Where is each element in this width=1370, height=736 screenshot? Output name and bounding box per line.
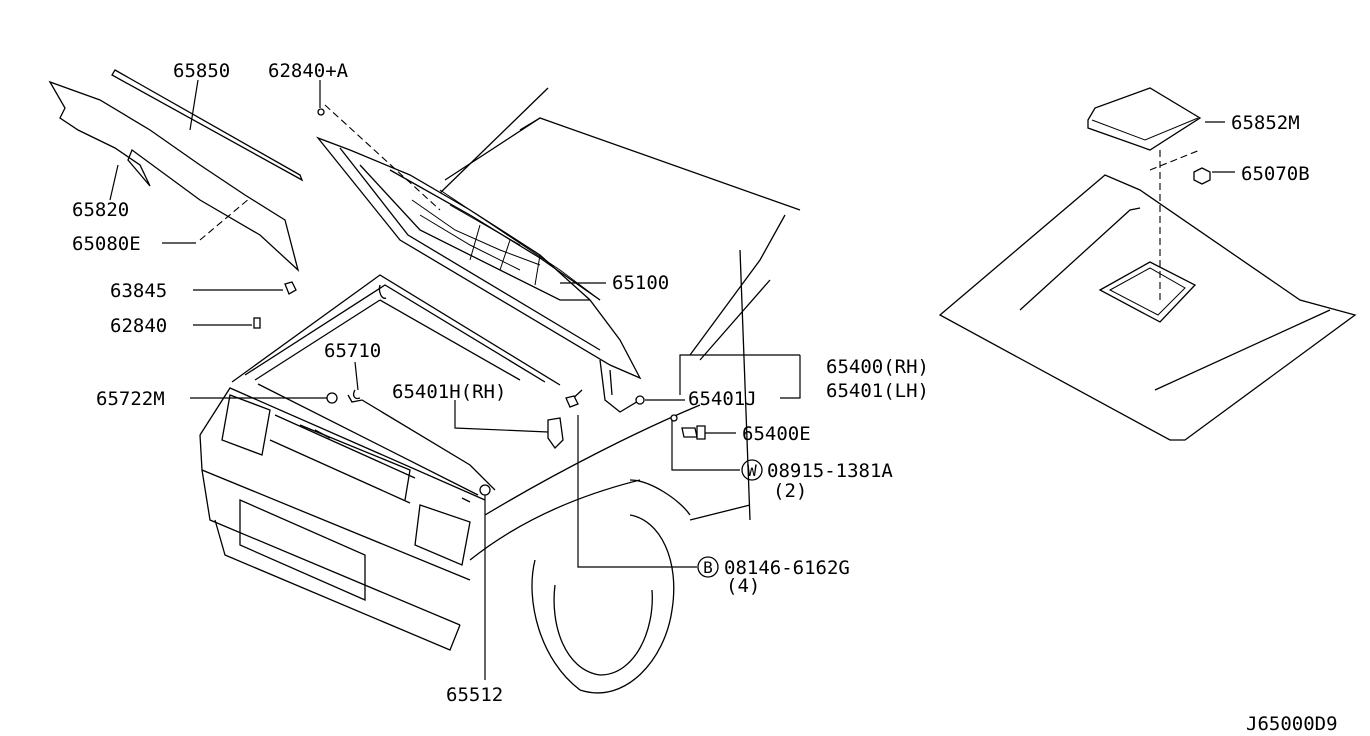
label-65400rh: 65400(RH) <box>826 356 929 378</box>
vehicle-body <box>199 87 801 694</box>
label-65710: 65710 <box>324 340 381 362</box>
label-65852m: 65852M <box>1231 112 1300 134</box>
label-65070b: 65070B <box>1241 163 1310 185</box>
label-65820: 65820 <box>72 199 129 221</box>
label-62840: 62840 <box>110 315 167 337</box>
bolt-65400e <box>670 414 706 440</box>
label-08915: 08915-1381A <box>767 460 893 482</box>
label-65080e: 65080E <box>72 233 141 255</box>
washer-symbol: W <box>741 459 763 481</box>
hood-scoop-detail <box>938 87 1357 441</box>
label-65100: 65100 <box>612 272 669 294</box>
bolt-symbol: B <box>697 556 719 578</box>
label-65401h: 65401H(RH) <box>392 381 506 403</box>
hood-protector <box>48 69 304 272</box>
diagram-code: J65000D9 <box>1246 713 1338 735</box>
label-65850: 65850 <box>173 60 230 82</box>
leader-lines <box>109 79 1235 680</box>
label-62840a: 62840+A <box>268 60 349 82</box>
bolt-symbol-letter: B <box>703 558 713 577</box>
label-65401j: 65401J <box>688 388 757 410</box>
label-08146: 08146-6162G <box>724 557 850 579</box>
part-labels: 65850 62840+A 65820 65080E 63845 62840 6… <box>72 60 1338 735</box>
label-08915-qty: (2) <box>773 480 807 502</box>
label-65400e: 65400E <box>742 423 811 445</box>
washer-symbol-letter: W <box>747 461 757 480</box>
label-08146-qty: (4) <box>726 575 760 597</box>
label-65512: 65512 <box>446 684 503 706</box>
label-63845: 63845 <box>110 280 167 302</box>
assembly-lines <box>199 104 1201 300</box>
label-65722m: 65722M <box>96 388 165 410</box>
label-65401lh: 65401(LH) <box>826 380 929 402</box>
